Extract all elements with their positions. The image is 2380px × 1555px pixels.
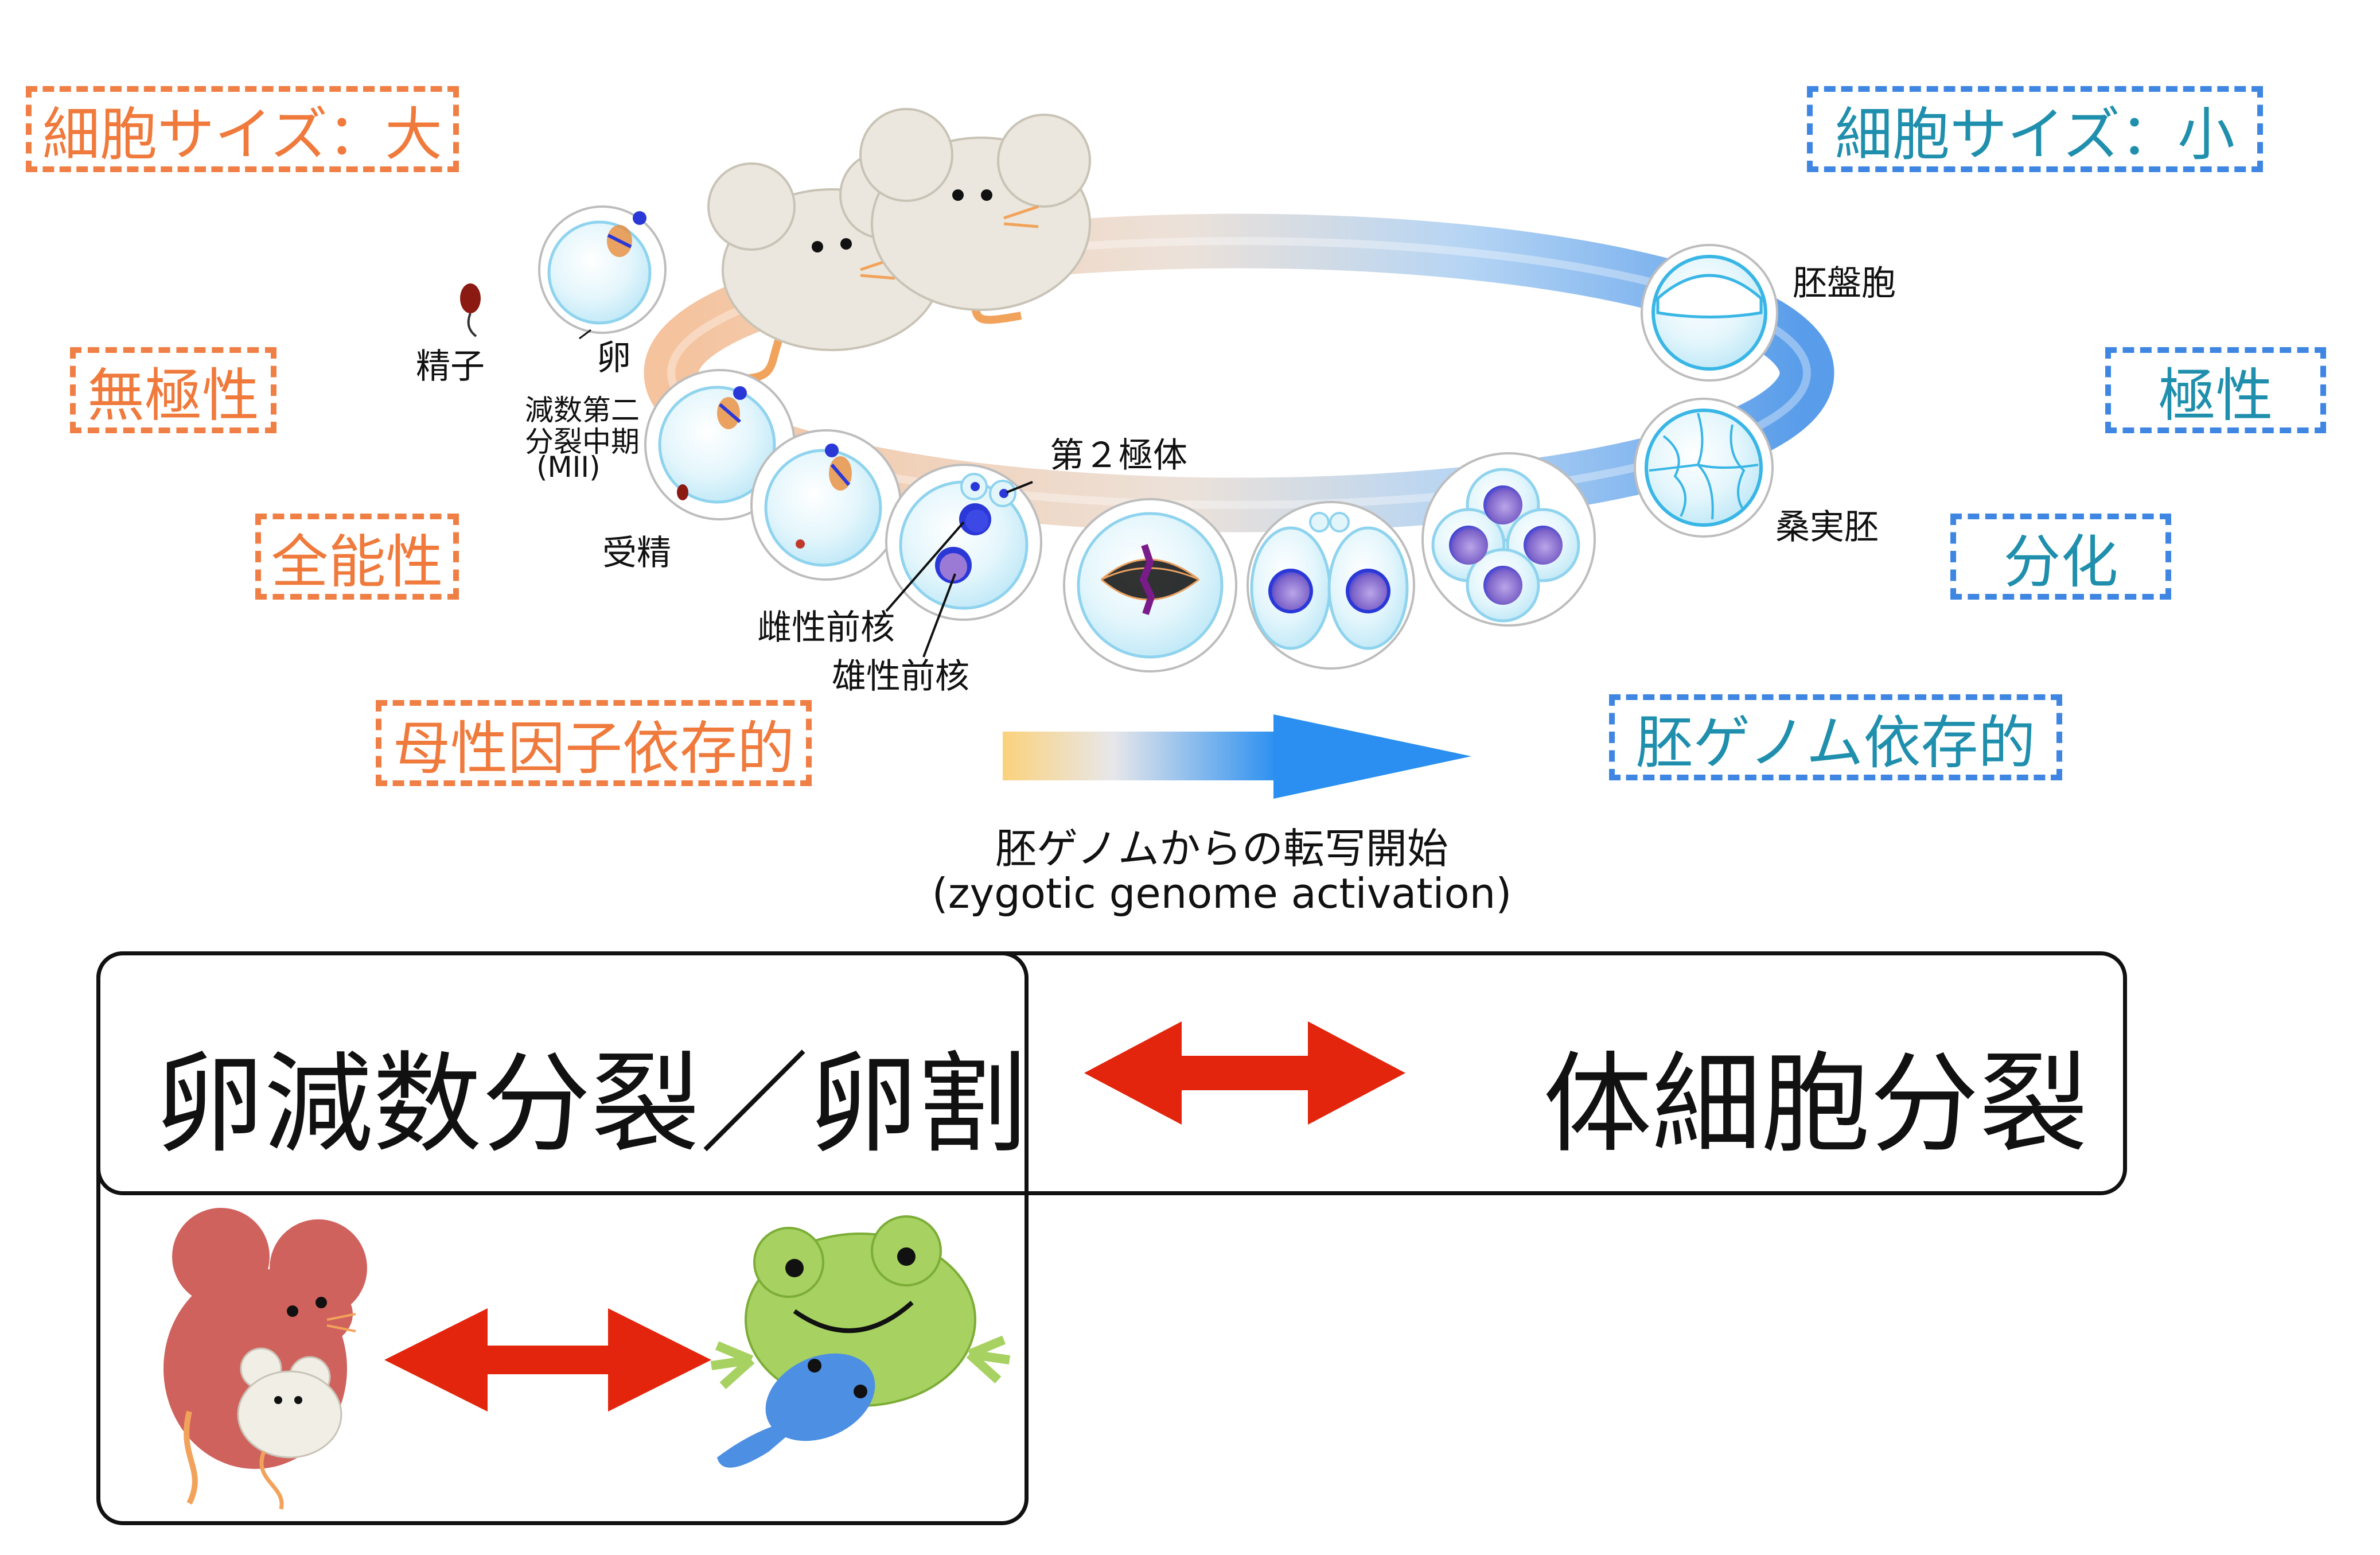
label-sperm: 精子 xyxy=(416,347,485,387)
fertilized-egg-icon xyxy=(750,429,902,581)
blastocyst-icon xyxy=(1641,244,1778,382)
egg-cell-icon xyxy=(538,205,667,334)
label-fertilization: 受精 xyxy=(602,533,671,573)
mouse-pair-icon xyxy=(707,108,1091,383)
label-female-pronucleus: 雌性前核 xyxy=(757,608,895,648)
label-meiosis-2-line2: 分裂中期 xyxy=(525,425,640,458)
label-second-polar-body: 第２極体 xyxy=(1050,436,1187,476)
label-egg: 卵 xyxy=(597,338,631,378)
tag-embryo-genome-dependent: 胚ゲノム依存的 xyxy=(1609,694,2062,780)
zga-arrow-icon xyxy=(1003,714,1471,799)
tadpole-icon xyxy=(717,1353,875,1468)
tag-maternal-dependent: 母性因子依存的 xyxy=(376,700,812,786)
zga-label-en: (zygotic genome activation) xyxy=(932,869,1512,918)
tag-cell-size-small: 細胞サイズ：小 xyxy=(1807,86,2263,172)
double-arrow-small-icon xyxy=(384,1308,711,1412)
tag-non-polar: 無極性 xyxy=(70,347,276,433)
title-somatic-division: 体細胞分裂 xyxy=(1543,1041,2089,1168)
cycle-ring xyxy=(644,213,1834,532)
zga-label-jp: 胚ゲノムからの転写開始 xyxy=(995,825,1448,873)
label-meiosis-2-line3: (MII) xyxy=(536,450,601,484)
small-white-mouse-icon xyxy=(237,1347,342,1510)
bottom-left-box xyxy=(96,951,1029,1525)
label-blastocyst: 胚盤胞 xyxy=(1793,263,1896,304)
tag-differentiation: 分化 xyxy=(1950,514,2171,600)
four-cell-embryo-icon xyxy=(1421,452,1596,627)
two-cell-embryo-icon xyxy=(1247,501,1415,670)
tag-totipotent: 全能性 xyxy=(255,514,459,600)
title-meiosis-cleavage: 卵減数分裂／卵割 xyxy=(155,1041,1027,1168)
mitotic-cell-icon xyxy=(1063,498,1237,672)
sperm-icon xyxy=(460,283,481,337)
label-male-pronucleus: 雄性前核 xyxy=(832,656,969,697)
zygote-pronuclei-icon xyxy=(885,464,1042,621)
tag-cell-size-large: 細胞サイズ：大 xyxy=(26,86,459,172)
tag-polar: 極性 xyxy=(2105,347,2326,433)
label-morula: 桑実胚 xyxy=(1775,507,1879,547)
double-arrow-icon xyxy=(1084,1021,1405,1125)
morula-icon xyxy=(1634,398,1774,538)
label-meiosis-2-line1: 減数第二 xyxy=(525,394,640,427)
